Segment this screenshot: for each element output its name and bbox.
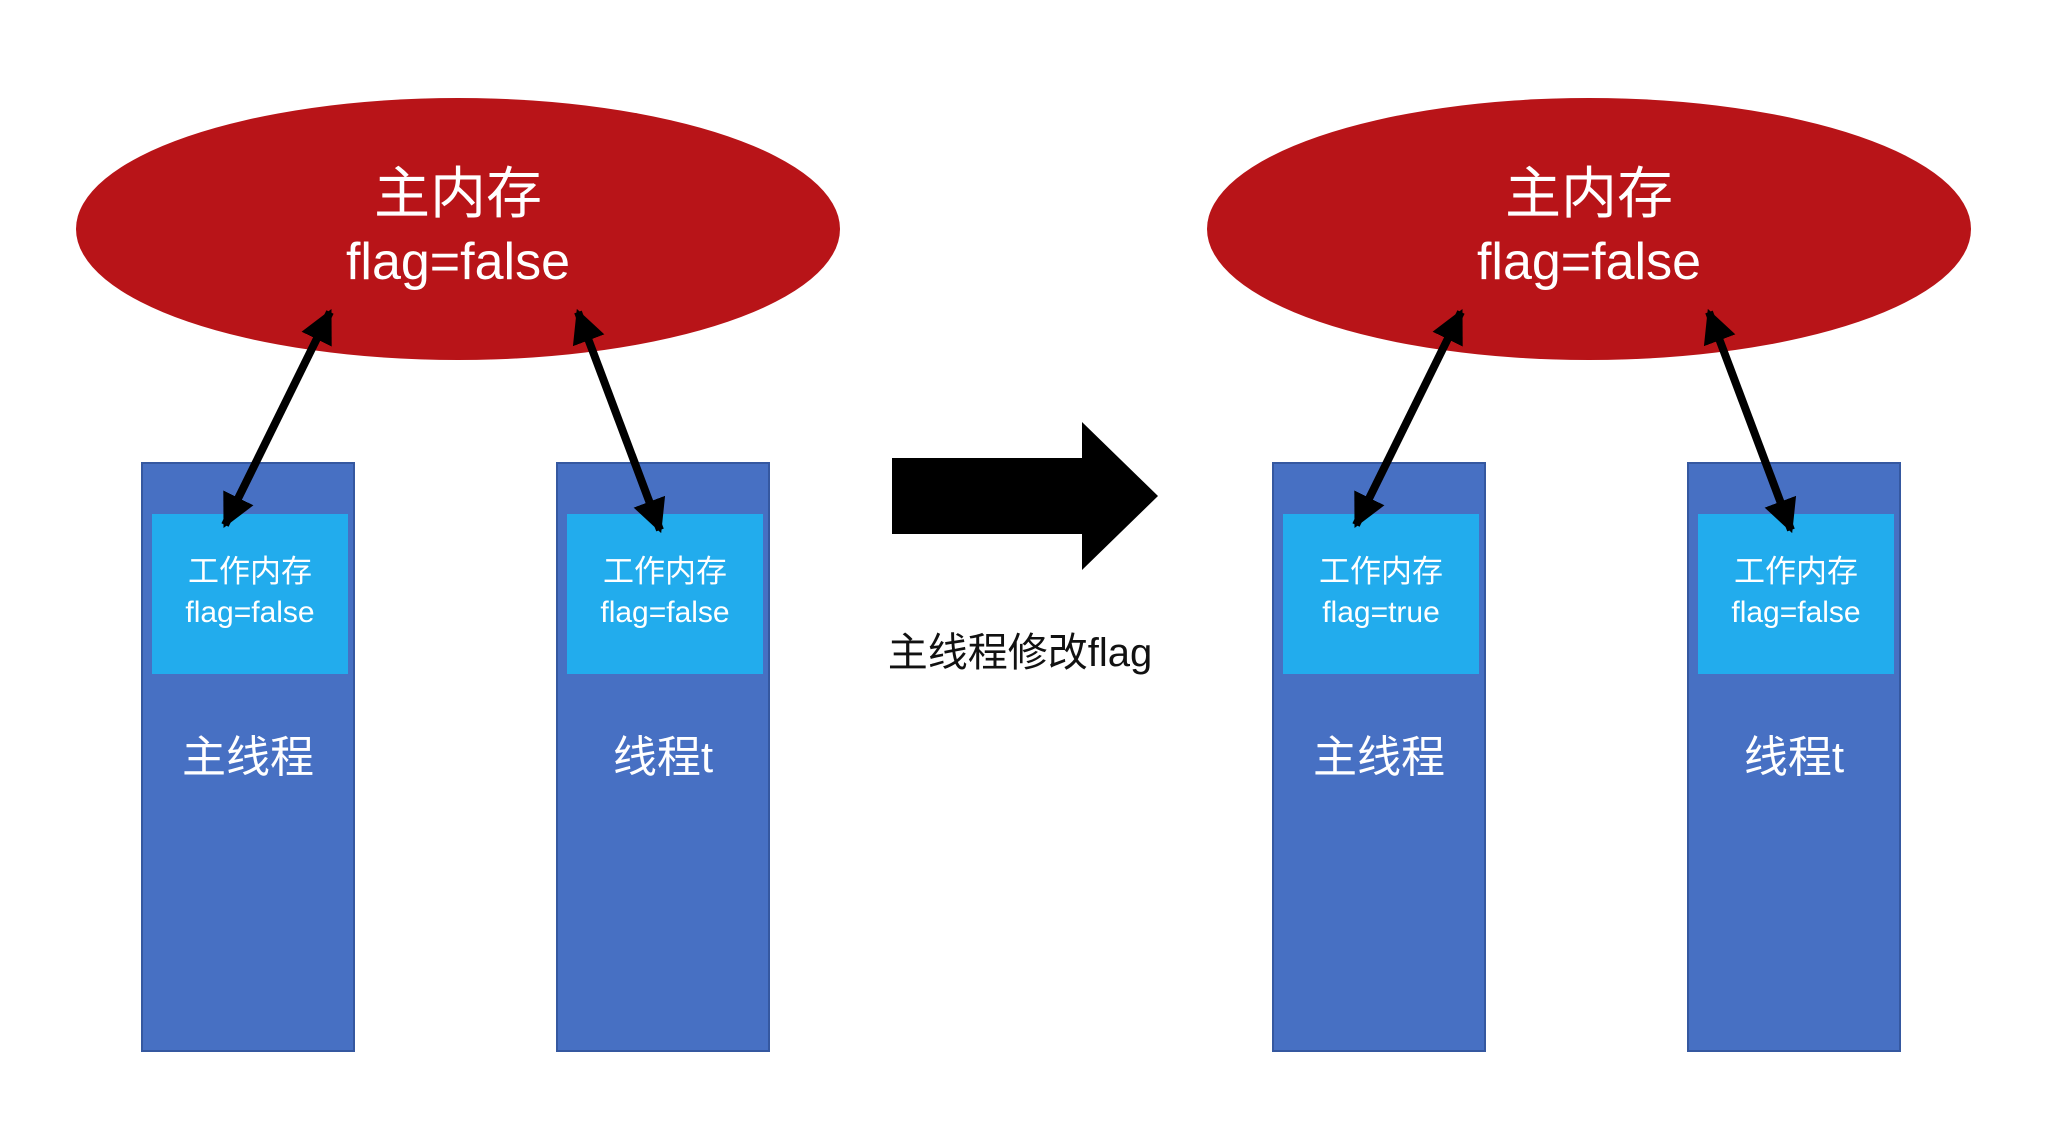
transition-label: 主线程修改flag xyxy=(887,631,1153,675)
sync-arrow-thread-t xyxy=(1703,308,1797,534)
thread-label: 主线程 xyxy=(1313,733,1445,782)
thread-t-column: 工作内存 flag=false 线程t xyxy=(1687,462,1901,1052)
diagram-before: 主内存 flag=false 工作内存 flag=false 主线程 工作内存 … xyxy=(76,98,840,1052)
thread-label: 主线程 xyxy=(182,733,314,782)
main-thread-column: 工作内存 flag=true 主线程 xyxy=(1272,462,1486,1052)
diagram-after: 主内存 flag=false 工作内存 flag=true 主线程 工作内存 f… xyxy=(1131,0,2054,1134)
sync-arrows xyxy=(1352,308,1797,534)
sync-arrow-main-thread xyxy=(1352,308,1465,529)
sync-arrow-thread-t xyxy=(572,308,666,534)
work-memory-flag: flag=true xyxy=(1322,596,1440,629)
transition-arrow-icon xyxy=(892,422,1158,570)
work-memory-node: 工作内存 flag=false xyxy=(567,514,763,674)
work-memory-flag: flag=false xyxy=(1731,596,1861,629)
main-memory-node: 主内存 flag=false xyxy=(1207,98,1971,360)
main-memory-node: 主内存 flag=false xyxy=(76,98,840,360)
sync-arrows xyxy=(221,308,666,534)
work-memory-title: 工作内存 xyxy=(1319,554,1443,589)
thread-label: 线程t xyxy=(1743,733,1845,782)
work-memory-flag: flag=false xyxy=(185,596,315,629)
work-memory-node: 工作内存 flag=true xyxy=(1283,514,1479,674)
sync-arrow-main-thread xyxy=(221,308,334,529)
work-memory-node: 工作内存 flag=false xyxy=(1698,514,1894,674)
work-memory-title: 工作内存 xyxy=(188,554,312,589)
work-memory-flag: flag=false xyxy=(600,596,730,629)
main-memory-flag: flag=false xyxy=(1476,233,1702,291)
main-thread-column: 工作内存 flag=false 主线程 xyxy=(141,462,355,1052)
work-memory-node: 工作内存 flag=false xyxy=(152,514,348,674)
main-memory-title: 主内存 xyxy=(374,162,542,225)
thread-t-column: 工作内存 flag=false 线程t xyxy=(556,462,770,1052)
work-memory-title: 工作内存 xyxy=(1734,554,1858,589)
thread-label: 线程t xyxy=(612,733,714,782)
work-memory-title: 工作内存 xyxy=(603,554,727,589)
main-memory-flag: flag=false xyxy=(345,233,571,291)
main-memory-title: 主内存 xyxy=(1505,162,1673,225)
